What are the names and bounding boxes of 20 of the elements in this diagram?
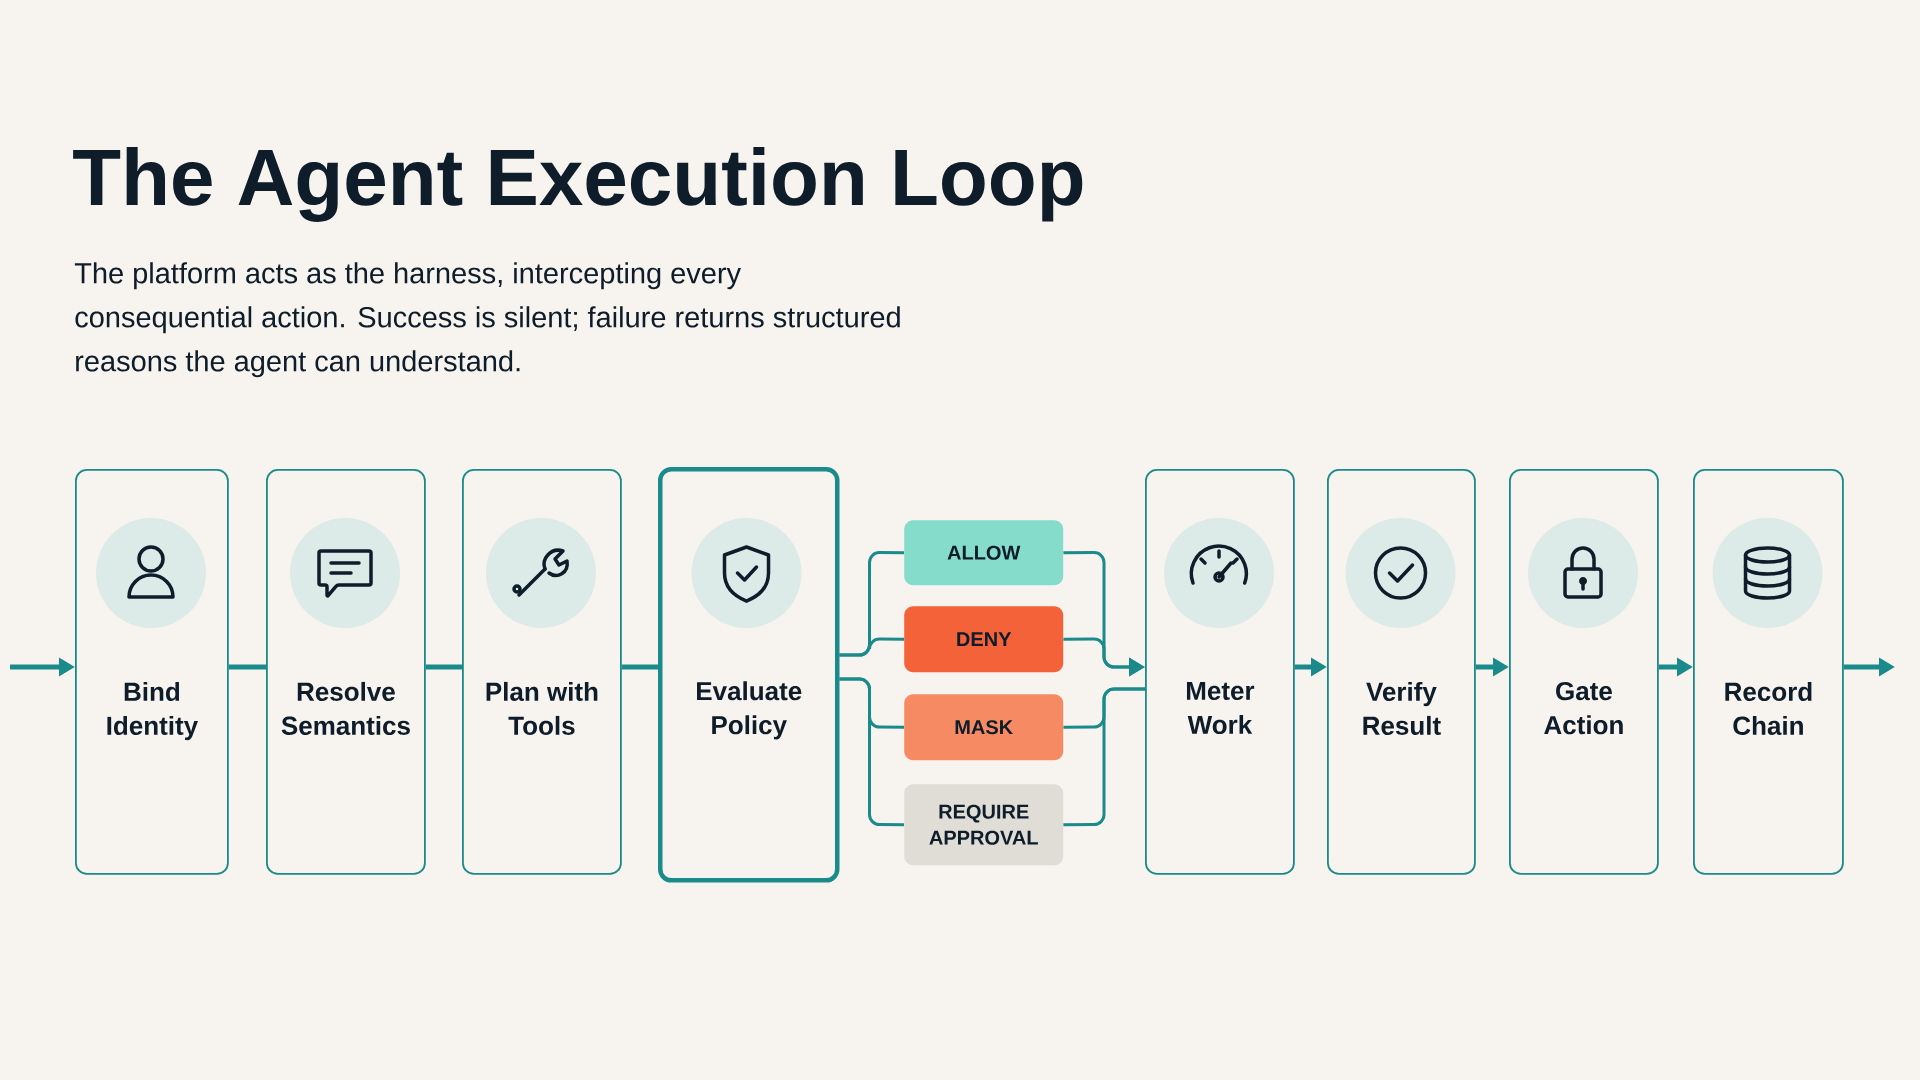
outcome-box: REQUIRE APPROVAL: [904, 784, 1064, 866]
step-card: Evaluate Policy: [658, 467, 840, 883]
step-card: Resolve Semantics: [266, 469, 426, 875]
outcome-box: ALLOW: [904, 520, 1064, 586]
outcome-box: MASK: [904, 694, 1064, 761]
connector-line: [839, 637, 905, 657]
step-card: Plan with Tools: [462, 469, 622, 875]
step-card: Bind Identity: [75, 469, 229, 875]
step-card: Record Chain: [1693, 469, 1844, 875]
connector-line: [1063, 687, 1145, 827]
connector-line: [425, 664, 462, 670]
title: The Agent Execution Loop: [73, 147, 1083, 222]
step-card: Verify Result: [1327, 469, 1476, 875]
connector-line: [228, 664, 266, 670]
connector-line: [839, 677, 905, 827]
outcome-box: DENY: [904, 606, 1064, 673]
subtitle: The platform acts as the harness, intercepting every consequential action. Success is silent; failure returns structured reasons the agent can understand.: [74, 262, 900, 378]
step-card: Gate Action: [1509, 469, 1659, 875]
connector-line: [621, 664, 658, 670]
step-card: Meter Work: [1145, 469, 1295, 875]
